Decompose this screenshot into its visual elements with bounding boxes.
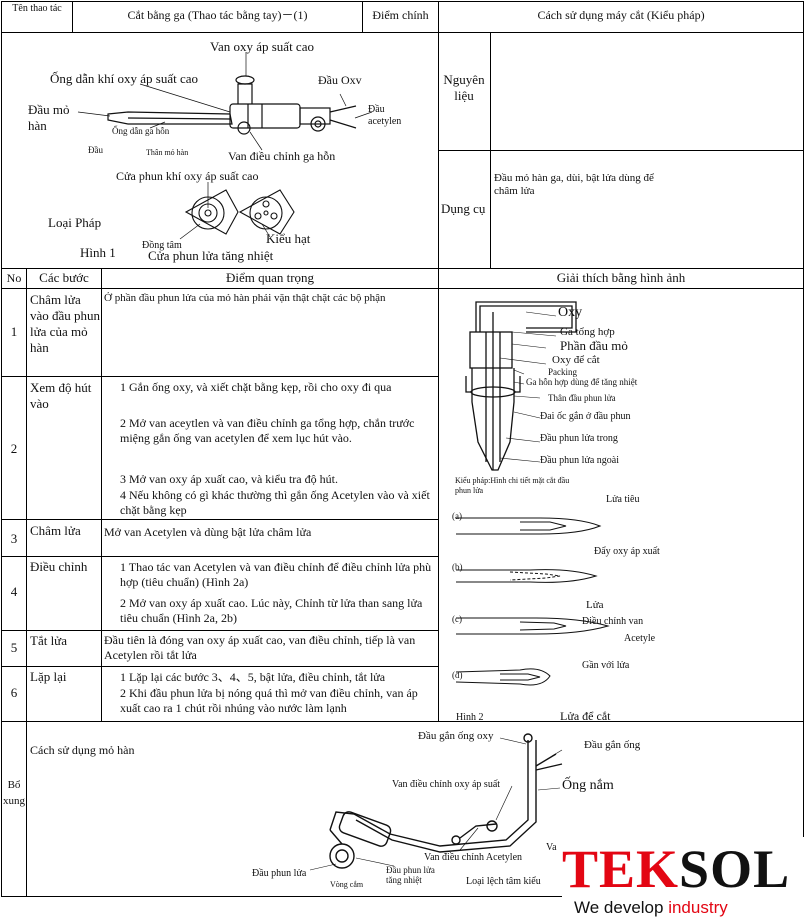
label-flame: Lửa (586, 599, 604, 611)
teksol-logo: TEKSOL We develop industry (562, 836, 802, 922)
label-flame-b: (b) (452, 562, 463, 572)
row-point: 2 Mở van oxy áp xuất cao. Lúc này, Chỉnh… (120, 596, 423, 625)
label-cut-flame2: Lửa để cắt (560, 709, 611, 723)
label-mixed-gas: Ga tổng hợp (560, 326, 615, 338)
label-fig1: Hình 1 (80, 245, 116, 260)
logo-tagline-a: We develop (574, 898, 669, 917)
logo-tek: TEK (562, 839, 680, 899)
label-oxy: Oxy (558, 305, 583, 320)
row-point: 3 Mở van oxy áp xuất cao, và kiểu tra độ… (120, 472, 338, 486)
row-point: 2 Khi đầu phun lửa bị nóng quá thì mở va… (120, 686, 418, 715)
row-point: 4 Nếu không có gì khác thường thì gắn ốn… (120, 488, 430, 517)
label-adjust-valve: Điều chỉnh van (582, 616, 644, 627)
label-packing: Packing (548, 367, 577, 377)
torch-usage-drawing (309, 733, 563, 871)
row-step: Tắt lửa (30, 633, 68, 648)
label-oxy-head: Đầu Oxv (318, 73, 362, 87)
label-nozzle: Đầu phun lửa (252, 868, 307, 879)
label-oxy-hose-head: Đầu gắn ống oxy (418, 730, 494, 742)
label-nozzle-body: Thân đầu phun lửa (548, 393, 616, 403)
op-title: Cắt bằng ga (Thao tác bằng tay)－(1) (127, 8, 308, 22)
flames-drawing (455, 517, 610, 686)
label-acet-valve: Van điều chỉnh Acetylen (424, 852, 523, 863)
usage-title: Cách sử dụng máy cắt (Kiểu pháp) (537, 8, 705, 22)
col-key: Điểm quan trọng (225, 270, 315, 285)
row-step: Châm lửa (30, 523, 81, 538)
label-flame-d: (d) (452, 670, 463, 680)
nozzle-section-drawing (465, 301, 577, 471)
label-torch-head: Đầu mỏ hàn (28, 102, 70, 133)
label-flame-c: (c) (452, 614, 462, 624)
extra-row-label: Bổ xung (3, 779, 25, 807)
col-no: No (6, 271, 22, 285)
row-step: Xem độ hút vào (30, 380, 92, 411)
key-points-label: Điểm chính (372, 8, 429, 22)
label-nut: Đai ốc gắn ở đầu phun (540, 411, 631, 422)
label-ring: Vòng cắm (330, 880, 364, 889)
label-hose-head: Đầu gắn ống (584, 739, 641, 751)
tools-label: Dụng cụ (441, 201, 486, 216)
op-name-label: Tên thao tác (12, 3, 62, 14)
row-no: 1 (10, 324, 18, 339)
label-cut-flame: Lửa tiêu (606, 494, 640, 505)
label-push-oxy: Đẩy oxy áp xuất (594, 546, 660, 557)
logo-tagline: We develop industry (574, 898, 728, 918)
materials-label: Nguyên liệu (443, 72, 485, 103)
label-va: Va (546, 842, 557, 853)
label-body: Thân mỏ hàn (146, 148, 189, 157)
label-inner-nozzle: Đầu phun lửa trong (540, 433, 618, 444)
label-high-oxy-valve: Van oxy áp suất cao (210, 39, 314, 54)
label-torch-head-part: Phần đầu mỏ (560, 338, 628, 353)
row-point: Mở van Acetylen và dùng bật lửa châm lửa (104, 525, 312, 539)
label-acetylene-head: Đầu acetylen (368, 104, 402, 128)
label-high-oxy-pipe: Ống dẫn khí oxy áp suất cao (50, 71, 199, 86)
tools-value: Đầu mỏ hàn ga, dùi, bật lửa dùng để châm… (494, 172, 654, 198)
label-preheat-gas: Ga hỗn hợp dùng để tăng nhiệt (526, 377, 638, 387)
label-eccentric: Loại lệch tâm kiểu (466, 876, 541, 887)
label-bead: Kiểu hạt (266, 231, 311, 246)
label-nozzle-high-oxy: Cửa phun khí oxy áp suất cao (116, 169, 259, 183)
label-mix-valve: Van điều chỉnh ga hỗn (228, 149, 336, 163)
row-step: Điều chỉnh (30, 559, 88, 574)
label-acetyle: Acetyle (624, 633, 656, 644)
logo-sol: SOL (679, 839, 791, 899)
col-img: Giải thích bằng hình ảnh (556, 270, 686, 285)
label-mix-pipe: Ống dẫn ga hỗn (112, 126, 170, 136)
extra-row-text: Cách sử dụng mỏ hàn (30, 743, 135, 757)
label-grip: Ống nắm (562, 778, 614, 793)
label-type: Loại Pháp (48, 215, 102, 230)
label-preheat-nozzle: Cửa phun lửa tăng nhiệt (148, 248, 274, 263)
row-no: 5 (10, 640, 18, 655)
label-nozzle-caption: Kiểu pháp:Hình chi tiết mặt cắt đầu phun… (455, 476, 570, 495)
row-point: 1 Gắn ống oxy, và xiết chặt bằng kẹp, rồ… (120, 380, 392, 394)
torch-drawing (77, 52, 373, 240)
row-no: 4 (10, 584, 18, 599)
label-outer-nozzle: Đầu phun lửa ngoài (540, 455, 620, 466)
col-steps: Các bước (39, 270, 89, 285)
label-preheat-nozzle-2: Đầu phun lửa tăng nhiệt (386, 865, 435, 885)
label-head: Đầu (88, 145, 103, 155)
row-no: 2 (10, 441, 18, 456)
row-point: Ở phần đầu phun lửa của mỏ hàn phải vặn … (104, 292, 386, 304)
label-cutting-oxy: Oxy để cắt (552, 354, 600, 366)
label-high-oxy-valve-2: Van điều chỉnh oxy áp suất (392, 779, 501, 790)
label-fig2: Hình 2 (456, 712, 484, 723)
label-concentric: Đồng tâm (142, 240, 182, 251)
label-flame-a: (a) (452, 511, 462, 521)
row-no: 6 (10, 685, 18, 700)
row-point: 1 Thao tác van Acetylen và van điều chỉn… (120, 560, 432, 589)
row-step: Lặp lại (30, 669, 67, 684)
logo-tagline-b: industry (668, 898, 728, 917)
row-point: 1 Lặp lại các bước 3、4、5, bật lửa, điều … (120, 670, 386, 684)
label-near-flame: Gần với lửa (582, 660, 630, 671)
row-point: Đầu tiên là đóng van oxy áp xuất cao, va… (104, 633, 416, 662)
row-no: 3 (10, 531, 18, 546)
logo-wordmark: TEKSOL (562, 842, 790, 896)
row-point: 2 Mở van aceytlen và van điều chỉnh ga t… (120, 416, 415, 445)
row-step: Châm lửa vào đầu phun lửa của mỏ hàn (30, 292, 101, 355)
